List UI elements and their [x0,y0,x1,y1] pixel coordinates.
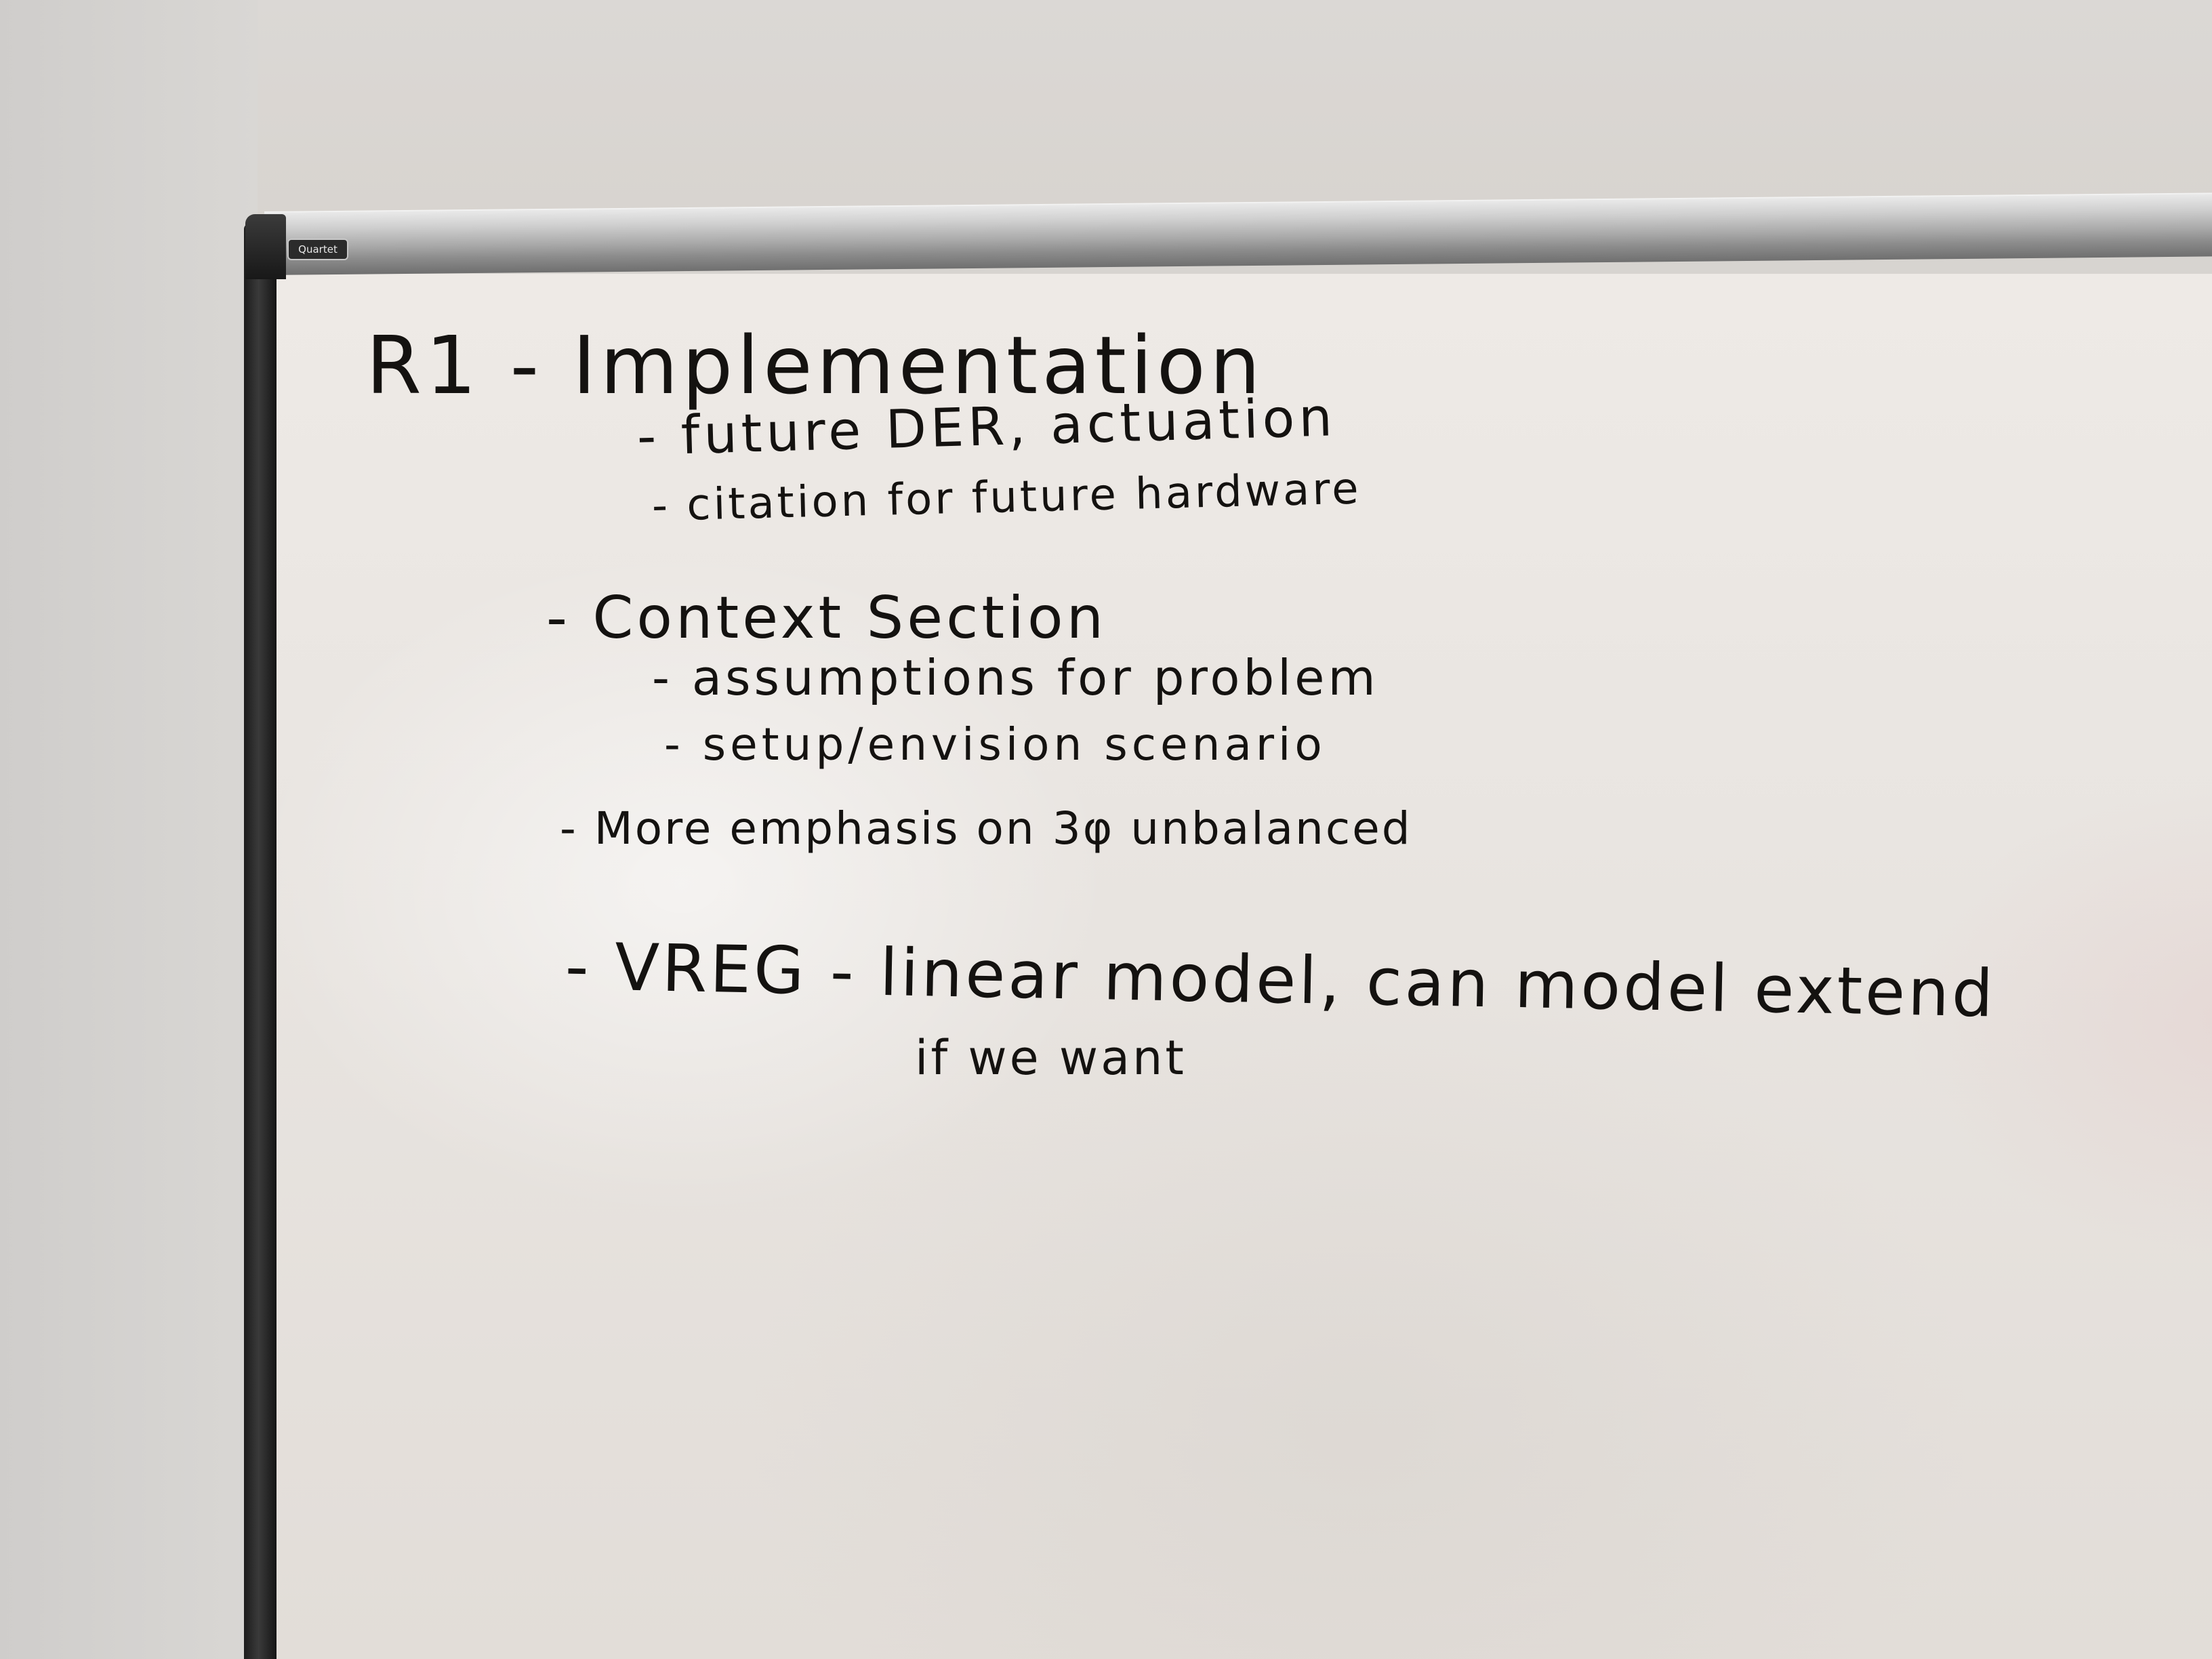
rail-endcap [245,214,286,279]
note-vreg-continued: if we want [915,1030,1187,1086]
note-setup-scenario: - setup/envision scenario [664,718,1326,771]
wall-top [0,0,2212,224]
whiteboard-frame-left [244,224,276,1659]
brand-logo: Quartet [287,239,348,260]
note-emphasis-3phase: - More emphasis on 3φ unbalanced [560,802,1412,855]
note-context-section: - Context Section [546,584,1107,652]
wall-left [0,0,258,1659]
heading-r1: R1 - Implementation [366,319,1265,412]
note-assumptions: - assumptions for problem [652,649,1379,706]
whiteboard-surface [275,274,2212,1659]
